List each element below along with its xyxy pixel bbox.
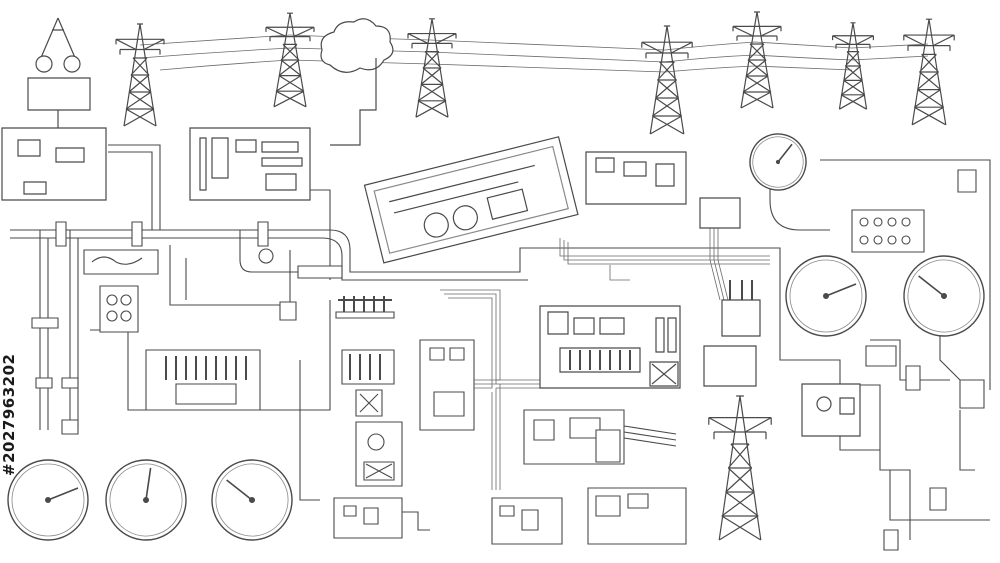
switch-cabinet-icon [336,296,474,486]
control-panel-icon [586,152,686,204]
power-line-wires [140,35,928,72]
cloud-icon [321,19,393,145]
pipe-valve-icon [32,222,984,550]
control-panel-icon [84,250,260,410]
control-panel-icon [2,128,310,200]
stock-id-watermark: #2027963202 [0,353,18,477]
signal-mast-icon [28,18,90,130]
transformer-icon [700,198,860,436]
pipe-network [10,145,990,540]
control-panel-icon [540,306,680,388]
control-panel-icon [334,170,976,544]
switch-cabinet-icon [365,137,578,263]
control-panel-icon [852,210,924,252]
